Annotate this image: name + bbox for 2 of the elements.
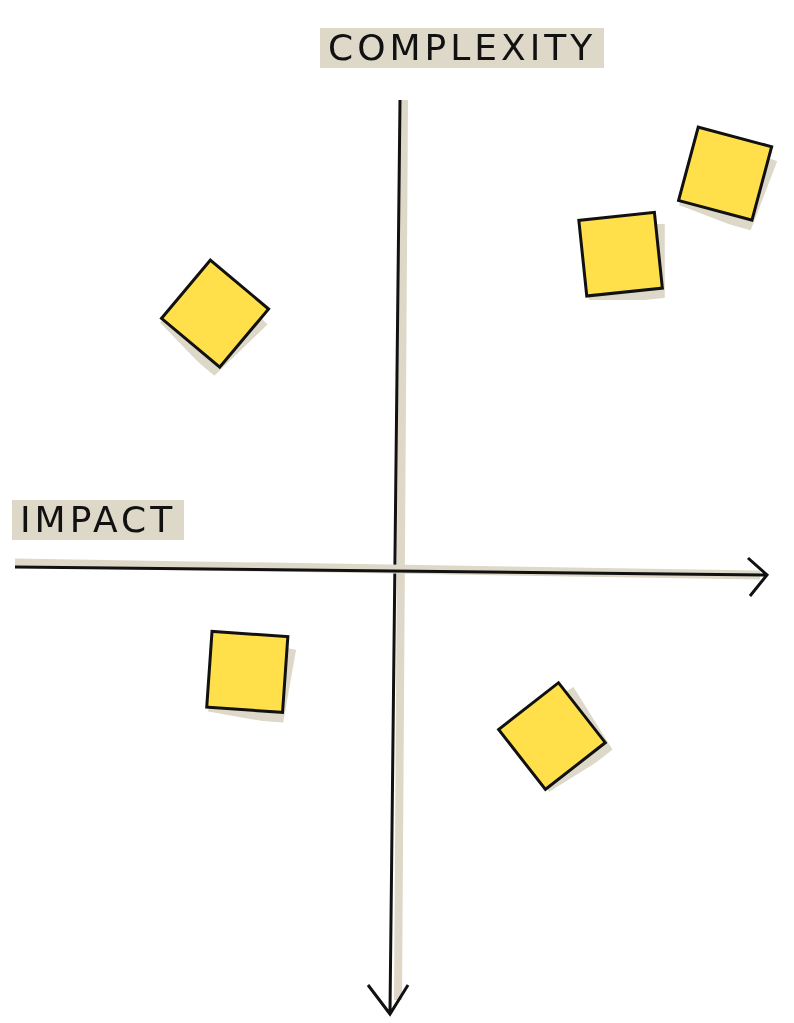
axis-title: COMPLEXITY [320,28,605,68]
axis-title: IMPACT [12,500,185,540]
